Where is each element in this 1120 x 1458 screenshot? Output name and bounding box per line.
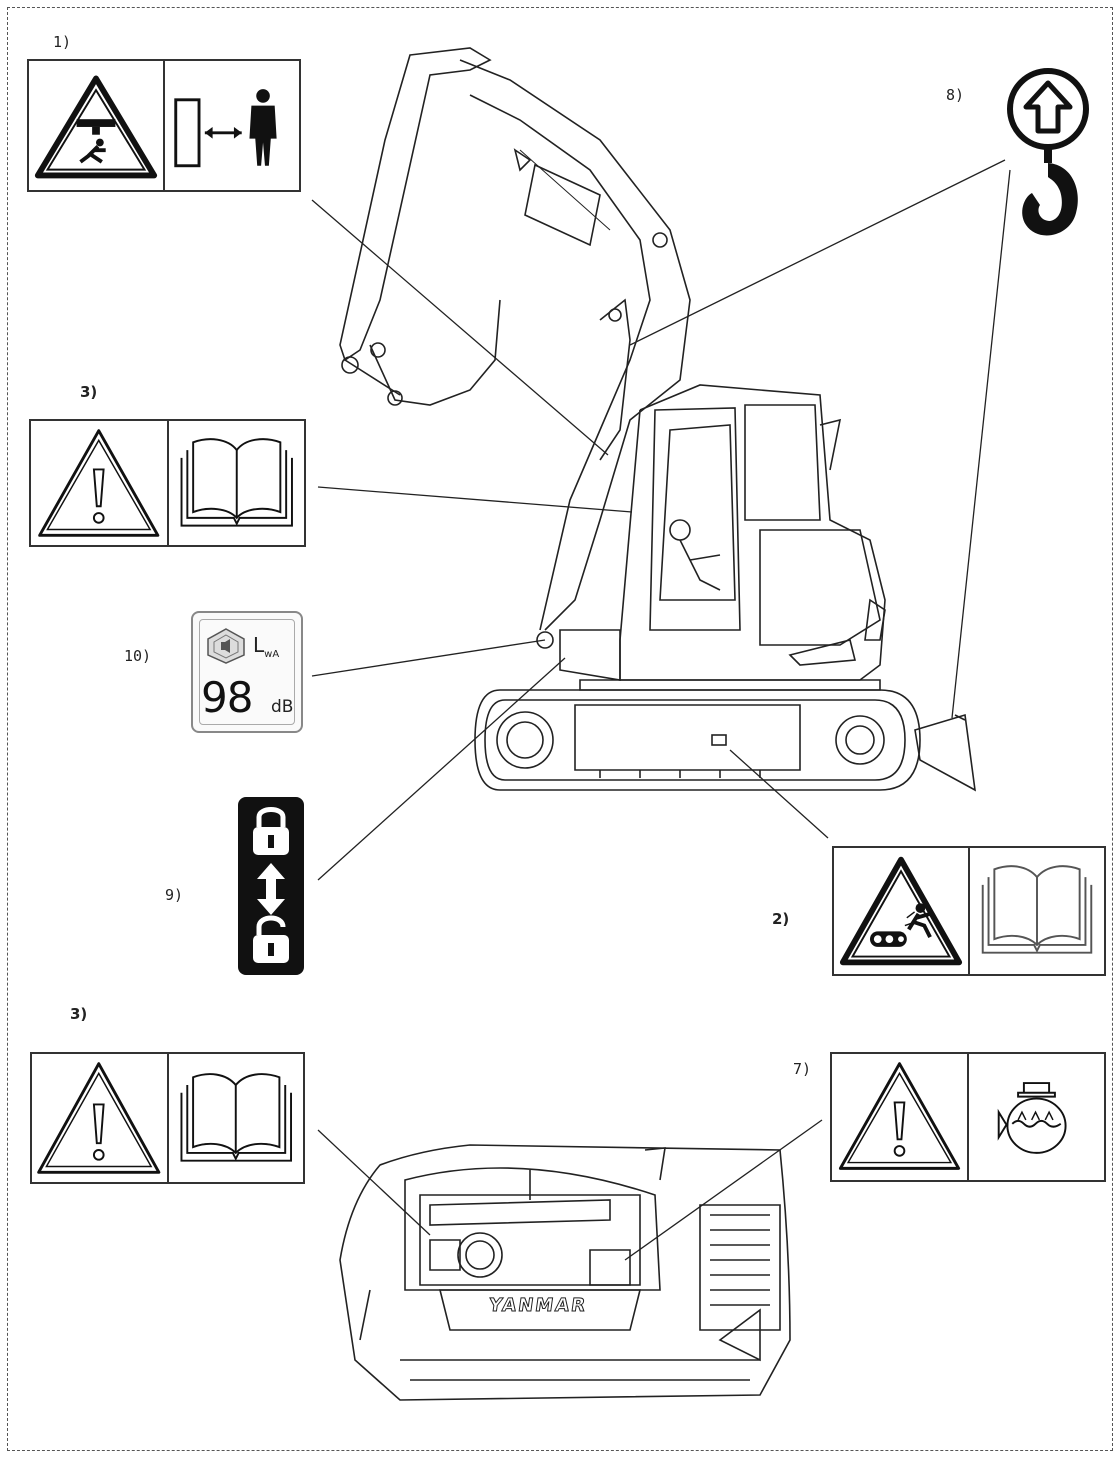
decal-crush-hazard	[27, 59, 301, 192]
warning-exclamation-icon	[32, 1054, 167, 1182]
callout-label-3-upper: 3)	[80, 383, 98, 401]
manual-book-icon	[166, 1054, 304, 1182]
noise-level-decal: LwA 98 dB	[191, 611, 303, 733]
lock-unlock-icon	[253, 807, 289, 963]
brand-grille-text: YANMAR	[487, 1295, 589, 1317]
crush-hazard-icon	[29, 61, 163, 190]
callout-label-10: 10)	[124, 647, 152, 665]
decal-track-hazard	[832, 846, 1106, 976]
callout-label-9: 9)	[165, 886, 184, 904]
decal-warning-manual-upper	[29, 419, 306, 547]
warning-exclamation-icon	[31, 421, 167, 545]
manual-book-icon	[968, 848, 1104, 974]
noise-lwa-label: LwA	[253, 633, 280, 660]
noise-unit: dB	[271, 697, 294, 717]
sound-power-icon	[207, 628, 245, 664]
warning-exclamation-icon	[832, 1054, 967, 1180]
callout-label-7: 7)	[793, 1060, 812, 1078]
lock-unlock-decal	[238, 797, 304, 975]
lifting-hook-icon	[1007, 68, 1089, 236]
track-run-over-icon	[834, 848, 968, 974]
diagram-frame	[7, 7, 1113, 1451]
manual-book-icon	[166, 421, 305, 545]
callout-label-1: 1)	[53, 33, 72, 51]
coolant-pressure-icon	[967, 1054, 1104, 1180]
noise-value: 98	[201, 673, 253, 722]
callout-label-8: 8)	[946, 86, 965, 104]
keep-distance-icon	[163, 61, 299, 190]
callout-label-3-lower: 3)	[70, 1005, 88, 1023]
decal-warning-manual-lower	[30, 1052, 305, 1184]
callout-label-2: 2)	[772, 910, 790, 928]
decal-coolant-warning	[830, 1052, 1106, 1182]
